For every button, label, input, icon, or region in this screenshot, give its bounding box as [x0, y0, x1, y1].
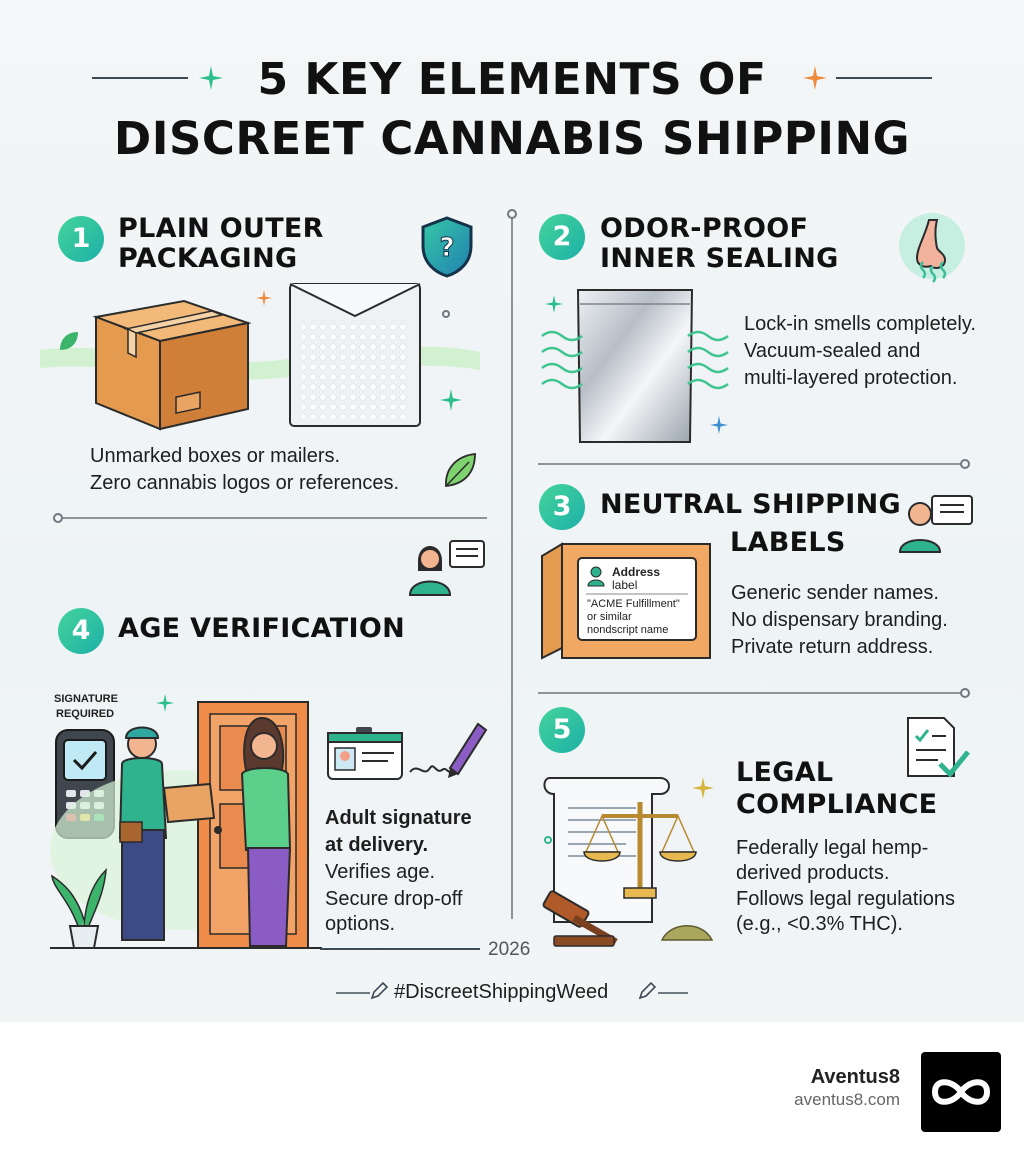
address-label-line1: "ACME Fulfillment"	[587, 598, 680, 610]
section-5-text-line2: derived products.	[736, 862, 890, 884]
decor-dot	[544, 836, 552, 844]
section-1-heading-line1: PLAIN OUTER	[118, 213, 324, 244]
section-2-number: 2	[539, 214, 585, 260]
sparkle-icon	[545, 295, 563, 313]
pen-icon	[638, 981, 657, 1000]
delivery-scene-illustration	[50, 701, 322, 949]
section-3-text-line3: Private return address.	[731, 636, 934, 658]
section-4-heading-line1: AGE VERIFICATION	[118, 613, 405, 644]
sparkle-icon	[803, 66, 827, 90]
section-1-number: 1	[58, 216, 104, 262]
page-title-line1: 5 KEY ELEMENTS OF	[257, 54, 767, 105]
section-2-text-line1: Lock-in smells completely.	[744, 313, 976, 335]
title-rule-right	[836, 77, 932, 79]
address-label-line3: nondscript name	[587, 624, 669, 636]
decor-dot	[442, 310, 450, 318]
cardboard-box-icon	[92, 299, 252, 431]
section-4-text-line1: Verifies age.	[325, 861, 436, 883]
brand-logo[interactable]	[921, 1052, 1001, 1132]
section-3-heading-line2: LABELS	[730, 527, 846, 558]
section-3-heading-line1: NEUTRAL SHIPPING	[600, 489, 901, 520]
brand-url[interactable]: aventus8.com	[794, 1090, 900, 1109]
sparkle-icon	[256, 290, 272, 306]
section-divider-right	[538, 692, 962, 694]
foil-pouch-icon	[541, 289, 729, 443]
pen-signature-icon	[409, 722, 488, 778]
section-2-heading-line1: ODOR-PROOF	[600, 213, 809, 244]
section-5-heading-line2: COMPLIANCE	[736, 789, 938, 820]
divider-dot	[507, 209, 517, 219]
sparkle-icon	[156, 694, 174, 712]
section-2-text-line3: multi-layered protection.	[744, 367, 958, 389]
labeled-box-icon	[541, 542, 711, 660]
signature-required-line1: SIGNATURE	[54, 693, 118, 705]
section-5-number: 5	[539, 707, 585, 753]
divider-dot	[53, 513, 63, 523]
infinity-logo	[931, 1079, 991, 1105]
hashtag-label: #DiscreetShippingWeed	[394, 981, 609, 1003]
section-4-number: 4	[58, 608, 104, 654]
svg-text:?: ?	[439, 233, 454, 263]
year-label: 2026	[488, 939, 531, 960]
sparkle-icon	[692, 777, 714, 799]
address-label-title-line2: label	[612, 578, 638, 592]
id-card-person-icon	[408, 540, 485, 596]
shield-question-icon: ?	[421, 216, 473, 278]
vertical-divider	[511, 219, 513, 919]
section-4-text-line2: Secure drop-off	[325, 888, 463, 910]
bubble-mailer-icon	[289, 283, 421, 427]
section-4-text-bold-line2: at delivery.	[325, 834, 429, 856]
hashtag-rule-left	[336, 992, 370, 994]
section-2-heading-line2: INNER SEALING	[600, 243, 839, 274]
divider-dot	[960, 688, 970, 698]
section-3-text-line1: Generic sender names.	[731, 582, 939, 604]
section-divider-left	[63, 517, 487, 519]
document-checklist-icon	[907, 717, 970, 778]
sparkle-icon	[199, 66, 223, 90]
section-5-text-line1: Federally legal hemp-	[736, 837, 929, 859]
infographic: 5 KEY ELEMENTS OF DISCREET CANNABIS SHIP…	[0, 0, 1024, 1022]
divider-dot	[960, 459, 970, 469]
legal-scales-illustration	[542, 777, 714, 947]
section-1-text-line1: Unmarked boxes or mailers.	[90, 445, 341, 467]
section-3-text-line2: No dispensary branding.	[731, 609, 948, 631]
pen-icon	[370, 981, 389, 1000]
leaf-icon	[60, 332, 78, 350]
page-title-line2: DISCREET CANNABIS SHIPPING	[113, 112, 911, 165]
address-label-title-line1: Address	[612, 565, 661, 579]
section-2-text-line2: Vacuum-sealed and	[744, 340, 921, 362]
nose-icon	[899, 213, 965, 283]
section-1-text-line2: Zero cannabis logos or references.	[90, 472, 400, 494]
signature-required-line2: REQUIRED	[56, 708, 115, 720]
title-rule-left	[92, 77, 188, 79]
hashtag-rule-right	[658, 992, 688, 994]
sparkle-icon	[440, 389, 462, 411]
section-5-heading-line1: LEGAL	[736, 757, 834, 788]
footer	[0, 1022, 1024, 1154]
sparkle-icon	[710, 416, 728, 434]
section-4-text-line3: options.	[325, 913, 396, 935]
brand-name[interactable]: Aventus8	[810, 1066, 900, 1088]
section-5-text-line4: (e.g., <0.3% THC).	[736, 913, 903, 935]
section-divider-right	[538, 463, 962, 465]
leaf-icon	[445, 452, 476, 487]
section-5-text-line3: Follows legal regulations	[736, 888, 956, 910]
year-rule	[320, 948, 480, 950]
person-label-icon	[898, 495, 973, 553]
section-1-heading-line2: PACKAGING	[118, 243, 298, 274]
section-3-number: 3	[539, 484, 585, 530]
section-4-text-bold-line1: Adult signature	[325, 807, 472, 829]
address-label-line2: or similar	[587, 611, 632, 623]
id-badge-icon	[327, 727, 403, 780]
